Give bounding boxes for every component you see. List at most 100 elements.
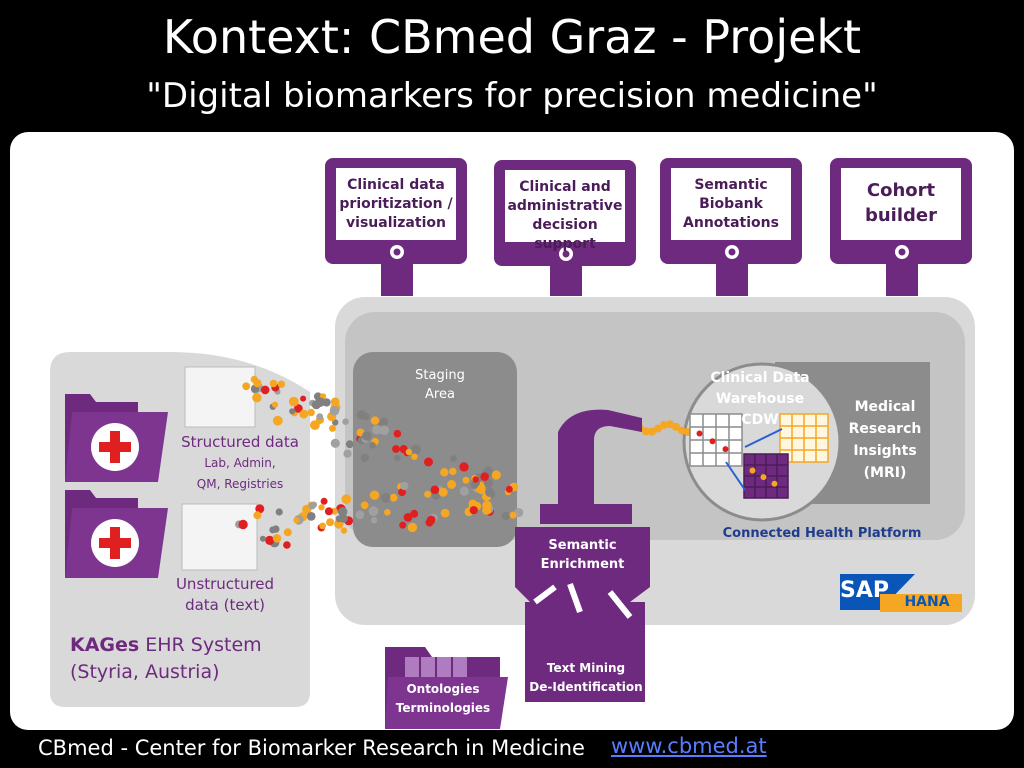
data-grid-icon — [689, 413, 743, 467]
data-dot — [338, 507, 348, 517]
data-dot — [362, 431, 372, 441]
data-dot — [672, 422, 680, 431]
data-grid-icon — [743, 453, 789, 499]
data-dot — [399, 445, 408, 454]
data-dot — [398, 488, 406, 497]
data-dot — [316, 413, 324, 421]
data-dot — [299, 409, 309, 419]
data-dot — [259, 535, 266, 542]
data-dot — [335, 515, 343, 523]
data-dot — [509, 511, 517, 519]
data-dot — [300, 395, 307, 402]
data-dot — [410, 444, 421, 455]
data-dot — [411, 453, 418, 460]
data-dots-stream — [235, 375, 722, 549]
monitor-icon — [325, 158, 467, 296]
data-dot — [341, 494, 352, 505]
data-dot — [380, 493, 391, 503]
data-dot — [311, 400, 321, 410]
sap-label: SAP — [840, 578, 889, 603]
ehr-system-label: KAGes EHR System (Styria, Austria) — [70, 634, 262, 683]
data-dot — [678, 426, 686, 435]
data-dot — [480, 472, 490, 482]
data-dot — [394, 454, 401, 462]
data-dot — [438, 487, 448, 497]
monitor-icon — [660, 158, 802, 296]
data-dot — [459, 486, 469, 496]
data-dot — [648, 427, 656, 436]
data-dot — [326, 518, 335, 527]
data-dot — [293, 517, 300, 524]
data-dot — [330, 397, 340, 407]
data-dot — [265, 535, 275, 545]
data-dot — [329, 405, 340, 416]
data-dot — [410, 509, 419, 518]
footer-text: CBmed - Center for Biomarker Research in… — [38, 736, 585, 760]
data-dot — [355, 510, 365, 520]
data-dot — [283, 528, 292, 537]
ehr-folder-icon — [65, 394, 168, 482]
data-dot — [654, 424, 662, 433]
data-dot — [275, 508, 283, 516]
data-dot — [477, 485, 486, 495]
data-dot — [462, 476, 470, 484]
data-dot — [356, 410, 366, 420]
data-dot — [370, 517, 378, 524]
data-dot — [320, 497, 328, 505]
data-dot — [505, 485, 513, 493]
data-dot — [440, 468, 449, 477]
semantic-enrichment-machine-icon — [515, 409, 650, 702]
data-dot — [405, 448, 413, 456]
structured-data-label: Structured data Lab, Admin, QM, Registri… — [181, 433, 299, 491]
data-dot — [255, 504, 265, 514]
data-dot — [393, 429, 402, 438]
cdw-arrow — [725, 461, 746, 491]
data-dot — [343, 449, 352, 458]
data-dot — [272, 534, 282, 543]
data-dot — [424, 490, 432, 498]
data-dot — [485, 487, 495, 497]
data-dot — [332, 419, 339, 426]
data-dot — [306, 512, 316, 521]
data-dot — [277, 380, 286, 388]
data-dot — [308, 502, 316, 510]
ehr-folder-icon — [65, 490, 168, 578]
data-dot — [252, 393, 262, 403]
data-dot — [392, 445, 400, 453]
cdw-arrow — [744, 428, 783, 448]
sap-hana-logo — [840, 574, 962, 612]
data-dot — [459, 462, 469, 472]
data-dot — [360, 453, 369, 463]
data-dot — [399, 521, 407, 529]
data-dot — [340, 527, 348, 534]
data-dot — [384, 509, 391, 516]
data-dot — [407, 522, 418, 533]
connected-health-platform-label: Connected Health Platform — [722, 526, 922, 541]
data-dot — [425, 518, 434, 527]
page-title: Kontext: CBmed Graz - Projekt — [162, 10, 862, 64]
data-dot — [360, 501, 369, 510]
data-dot — [389, 493, 398, 502]
data-dot — [469, 506, 478, 515]
data-dot — [330, 438, 340, 448]
data-dot — [342, 418, 349, 426]
data-dot — [345, 440, 354, 449]
data-dot — [307, 408, 315, 417]
data-dot — [666, 420, 674, 429]
data-dot — [449, 467, 457, 476]
data-dot — [319, 522, 326, 530]
data-dot — [330, 507, 338, 515]
data-dot — [271, 401, 279, 408]
data-dot — [501, 511, 510, 520]
data-dot — [269, 379, 278, 388]
cdw-grids — [689, 413, 829, 499]
page-subtitle: "Digital biomarkers for precision medici… — [146, 76, 878, 116]
footer-link[interactable]: www.cbmed.at — [611, 734, 767, 758]
data-dot — [324, 507, 333, 516]
data-dot — [379, 425, 390, 436]
